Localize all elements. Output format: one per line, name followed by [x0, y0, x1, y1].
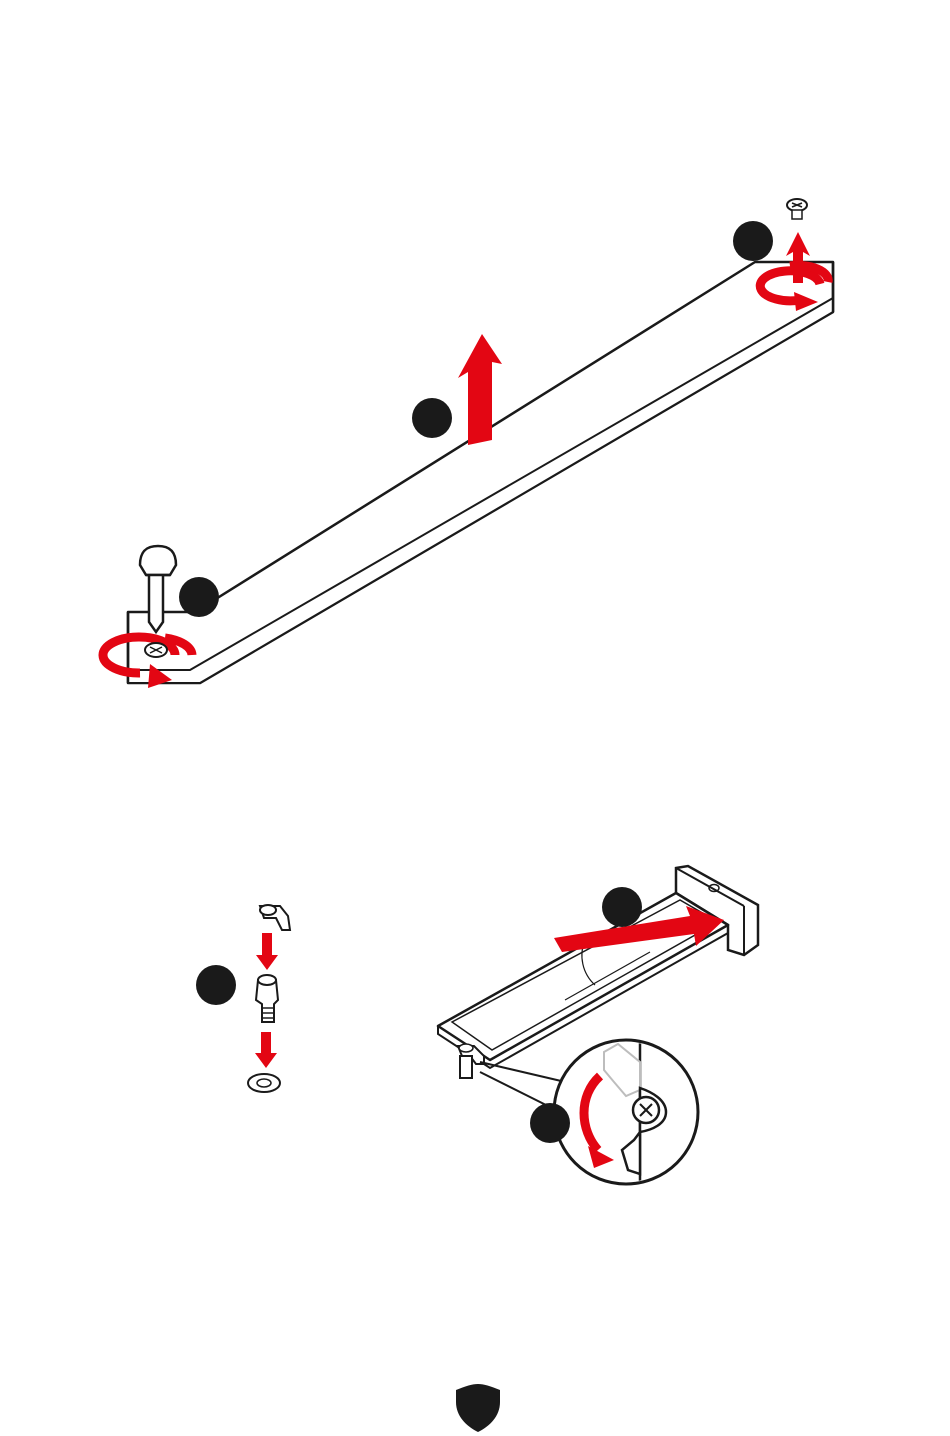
screw-icon	[145, 643, 167, 657]
heatsink-plate	[128, 262, 833, 683]
zoom-callout-icon	[554, 1040, 698, 1190]
washer-icon	[248, 1074, 280, 1092]
step-marker-c	[412, 398, 452, 438]
step-marker-b	[179, 577, 219, 617]
step-marker-d	[196, 965, 236, 1005]
shield-logo-icon	[456, 1384, 500, 1432]
step-marker-f	[530, 1103, 570, 1143]
step-marker-a	[733, 221, 773, 261]
down-arrow-icon	[255, 1032, 277, 1068]
step-marker-e	[602, 887, 642, 927]
latch-icon	[260, 905, 290, 930]
standoff-icon	[256, 975, 278, 1022]
screw-icon	[787, 199, 807, 219]
down-arrow-icon	[256, 933, 278, 970]
